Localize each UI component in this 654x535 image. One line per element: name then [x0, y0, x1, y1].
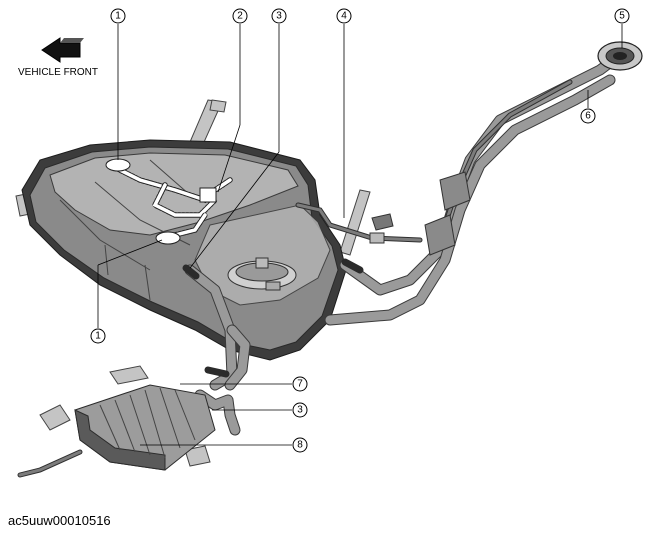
callout-3-bottom: 3 — [292, 402, 308, 418]
callout-5: 5 — [614, 8, 630, 24]
callout-number: 4 — [341, 11, 347, 22]
callout-4: 4 — [336, 8, 352, 24]
callout-8: 8 — [292, 437, 308, 453]
leader-lines — [97, 24, 623, 446]
evap-hoses — [182, 264, 251, 436]
callout-1-top: 1 — [110, 8, 126, 24]
callout-1-bottom: 1 — [90, 328, 106, 344]
callout-7: 7 — [292, 376, 308, 392]
callout-number: 1 — [115, 11, 121, 22]
callout-number: 7 — [297, 379, 303, 390]
callout-number: 6 — [585, 111, 591, 122]
callout-number: 8 — [297, 440, 303, 451]
callout-6: 6 — [580, 108, 596, 124]
callout-number: 1 — [95, 331, 101, 342]
vapor-line — [295, 202, 423, 244]
internal-vent-lines — [105, 158, 233, 245]
fuel-tank — [21, 139, 347, 361]
filler-pipe — [324, 41, 643, 326]
callout-3-top: 3 — [271, 8, 287, 24]
arrow-left-icon — [41, 37, 81, 63]
vehicle-front-label: VEHICLE FRONT — [18, 67, 98, 78]
vehicle-front-indicator: VEHICLE FRONT — [18, 37, 98, 78]
callout-number: 3 — [297, 405, 303, 416]
figure-id: ac5uuw00010516 — [8, 513, 111, 528]
callout-2: 2 — [232, 8, 248, 24]
callout-number: 2 — [237, 11, 243, 22]
charcoal-canister — [17, 365, 216, 478]
callout-number: 5 — [619, 11, 625, 22]
callout-number: 3 — [276, 11, 282, 22]
